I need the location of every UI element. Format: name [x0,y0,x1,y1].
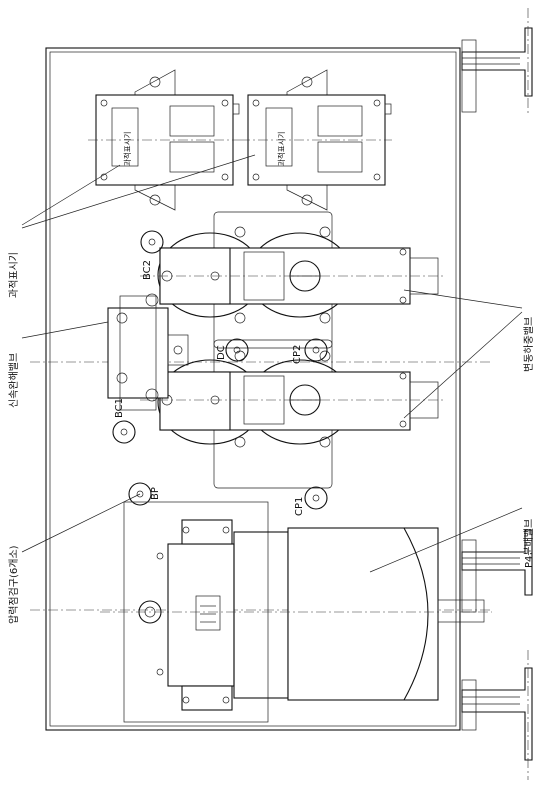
variable-load-valve-lower [140,339,445,489]
label-p4-distribution-valve: P4분배밸브 [523,519,535,568]
base-plate [45,47,461,731]
tag-cp1: CP1 [294,497,305,516]
tag-dc: DC [216,345,227,360]
label-variable-load-valve: 변동하중밸브 [522,317,535,372]
quick-release-valve [107,293,189,411]
p4-distribution-valve [100,501,492,723]
tag-cp2: CP2 [292,345,303,364]
test-port-cp1 [304,486,328,510]
tag-bc2: BC2 [142,260,153,280]
top-mounting-bracket [461,8,533,116]
tag-bp: BP [150,487,161,500]
test-port-dc [225,338,249,362]
test-port-bc1 [112,420,136,444]
overload-indicator-inner-label-right: 과적표시기 [276,132,286,167]
overload-indicator-left [88,69,240,211]
test-port-cp2 [304,338,328,362]
overload-indicator-inner-label-left: 과적표시기 [122,132,132,167]
variable-load-valve-upper [140,211,445,349]
overload-indicator-right [240,69,392,211]
label-quick-release-valve: 신속완해밸브 [7,353,20,408]
middle-mounting-bracket [461,529,533,613]
label-pressure-test-port: 압력점검구(6개소) [7,545,20,624]
tag-bc1: BC1 [114,398,125,418]
test-port-bp [128,482,152,506]
leader-lines [21,154,523,573]
label-overload-indicator: 과적표시기 [8,252,20,298]
bottom-mounting-bracket [461,650,533,780]
test-port-bc2 [140,230,164,254]
